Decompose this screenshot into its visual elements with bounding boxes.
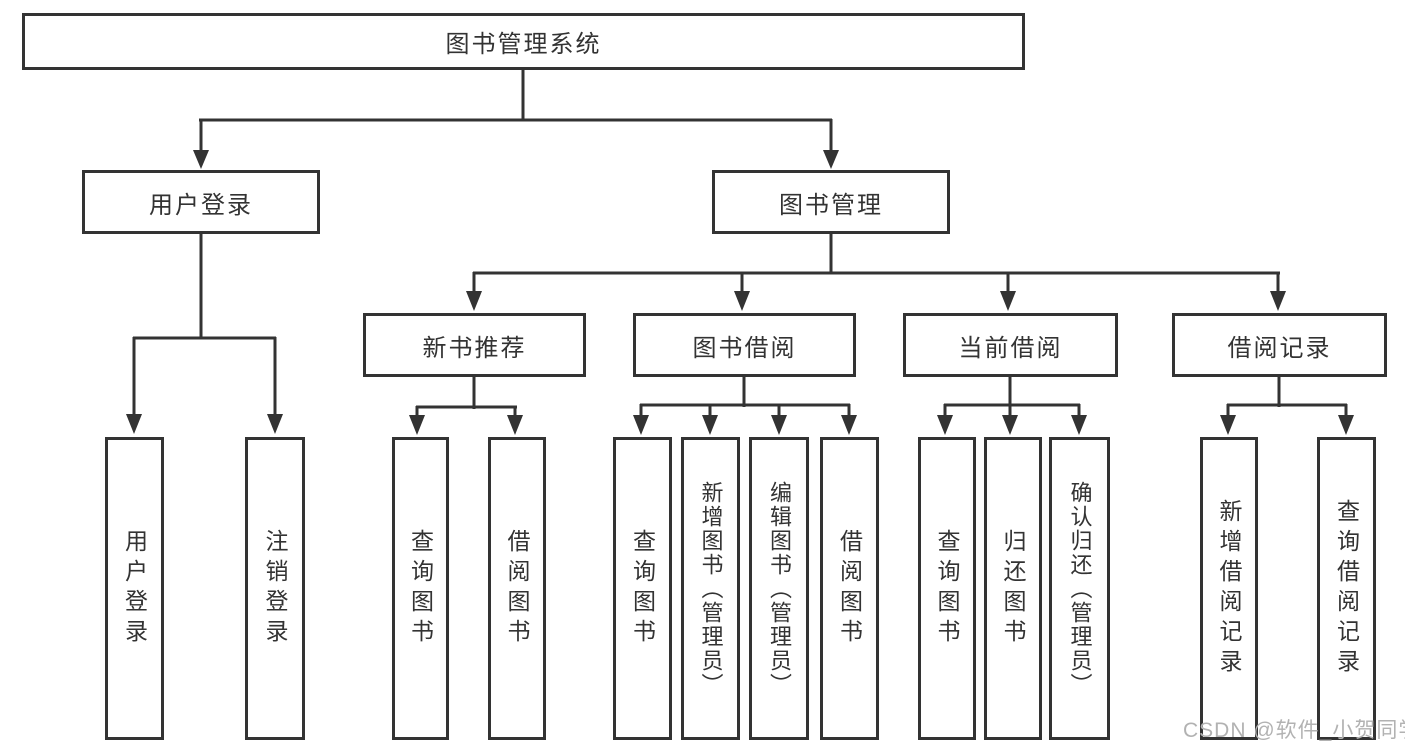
arrowhead bbox=[1000, 291, 1016, 311]
arrowhead bbox=[1270, 291, 1286, 311]
leaf-borrow-books: 借阅图书 bbox=[820, 437, 879, 740]
arrowhead bbox=[841, 415, 857, 435]
leaf-query-books-recommend: 查询图书 bbox=[392, 437, 449, 740]
arrowhead bbox=[409, 415, 425, 435]
arrowhead bbox=[466, 291, 482, 311]
leaf-edit-books-admin: 编辑图书（管理员） bbox=[749, 437, 809, 740]
leaf-edit-books-admin-label: 编辑图书（管理员） bbox=[767, 480, 792, 697]
leaf-query-books-borrow-label: 查询图书 bbox=[629, 528, 656, 649]
leaf-query-books-current-label: 查询图书 bbox=[934, 528, 960, 649]
arrowhead bbox=[267, 414, 283, 434]
leaf-query-borrow-record: 查询借阅记录 bbox=[1317, 437, 1376, 740]
arrowhead bbox=[734, 291, 750, 311]
leaf-borrow-books-recommend-label: 借阅图书 bbox=[504, 528, 530, 649]
arrowhead bbox=[126, 414, 142, 434]
node-borrow-record-label: 借阅记录 bbox=[1227, 334, 1332, 362]
arrowhead bbox=[937, 415, 953, 435]
arrowhead bbox=[771, 415, 787, 435]
node-current-borrow-label: 当前借阅 bbox=[958, 334, 1063, 362]
arrowhead bbox=[702, 415, 718, 435]
arrowhead bbox=[1002, 415, 1018, 435]
node-root-label: 图书管理系统 bbox=[445, 31, 602, 58]
leaf-user-login-label: 用户登录 bbox=[121, 528, 148, 649]
leaf-query-books-current: 查询图书 bbox=[918, 437, 976, 740]
leaf-confirm-return-admin-label: 确认归还（管理员） bbox=[1067, 480, 1093, 697]
node-book-borrow-label: 图书借阅 bbox=[692, 334, 797, 362]
node-root: 图书管理系统 bbox=[22, 13, 1025, 70]
leaf-query-borrow-record-label: 查询借阅记录 bbox=[1333, 498, 1360, 679]
leaf-confirm-return-admin: 确认归还（管理员） bbox=[1049, 437, 1110, 740]
leaf-add-books-admin: 新增图书（管理员） bbox=[681, 437, 740, 740]
leaf-return-books: 归还图书 bbox=[984, 437, 1042, 740]
node-borrow-record: 借阅记录 bbox=[1172, 313, 1387, 377]
node-new-book-recommend-label: 新书推荐 bbox=[422, 334, 527, 362]
arrowhead bbox=[1071, 415, 1087, 435]
arrowhead bbox=[823, 150, 839, 169]
node-current-borrow: 当前借阅 bbox=[903, 313, 1118, 377]
leaf-user-login: 用户登录 bbox=[105, 437, 164, 740]
arrowhead bbox=[193, 150, 209, 169]
node-user-login: 用户登录 bbox=[82, 170, 320, 234]
leaf-query-books-recommend-label: 查询图书 bbox=[407, 528, 434, 649]
leaf-logout: 注销登录 bbox=[245, 437, 305, 740]
leaf-query-books-borrow: 查询图书 bbox=[613, 437, 672, 740]
csdn-watermark: CSDN @软件_小贺同学 bbox=[1183, 719, 1405, 742]
node-user-login-label: 用户登录 bbox=[149, 191, 253, 219]
node-book-management-label: 图书管理 bbox=[779, 191, 883, 219]
leaf-add-borrow-record: 新增借阅记录 bbox=[1200, 437, 1258, 740]
node-book-management: 图书管理 bbox=[712, 170, 950, 234]
leaf-return-books-label: 归还图书 bbox=[1000, 528, 1026, 649]
leaf-borrow-books-recommend: 借阅图书 bbox=[488, 437, 546, 740]
node-new-book-recommend: 新书推荐 bbox=[363, 313, 586, 377]
leaf-add-books-admin-label: 新增图书（管理员） bbox=[698, 480, 724, 697]
leaf-logout-label: 注销登录 bbox=[262, 528, 288, 649]
arrowhead bbox=[1338, 415, 1354, 435]
leaf-borrow-books-label: 借阅图书 bbox=[836, 528, 863, 649]
arrowhead bbox=[633, 415, 649, 435]
arrowhead bbox=[507, 415, 523, 435]
node-book-borrow: 图书借阅 bbox=[633, 313, 856, 377]
arrowhead bbox=[1220, 415, 1236, 435]
leaf-add-borrow-record-label: 新增借阅记录 bbox=[1216, 498, 1242, 679]
